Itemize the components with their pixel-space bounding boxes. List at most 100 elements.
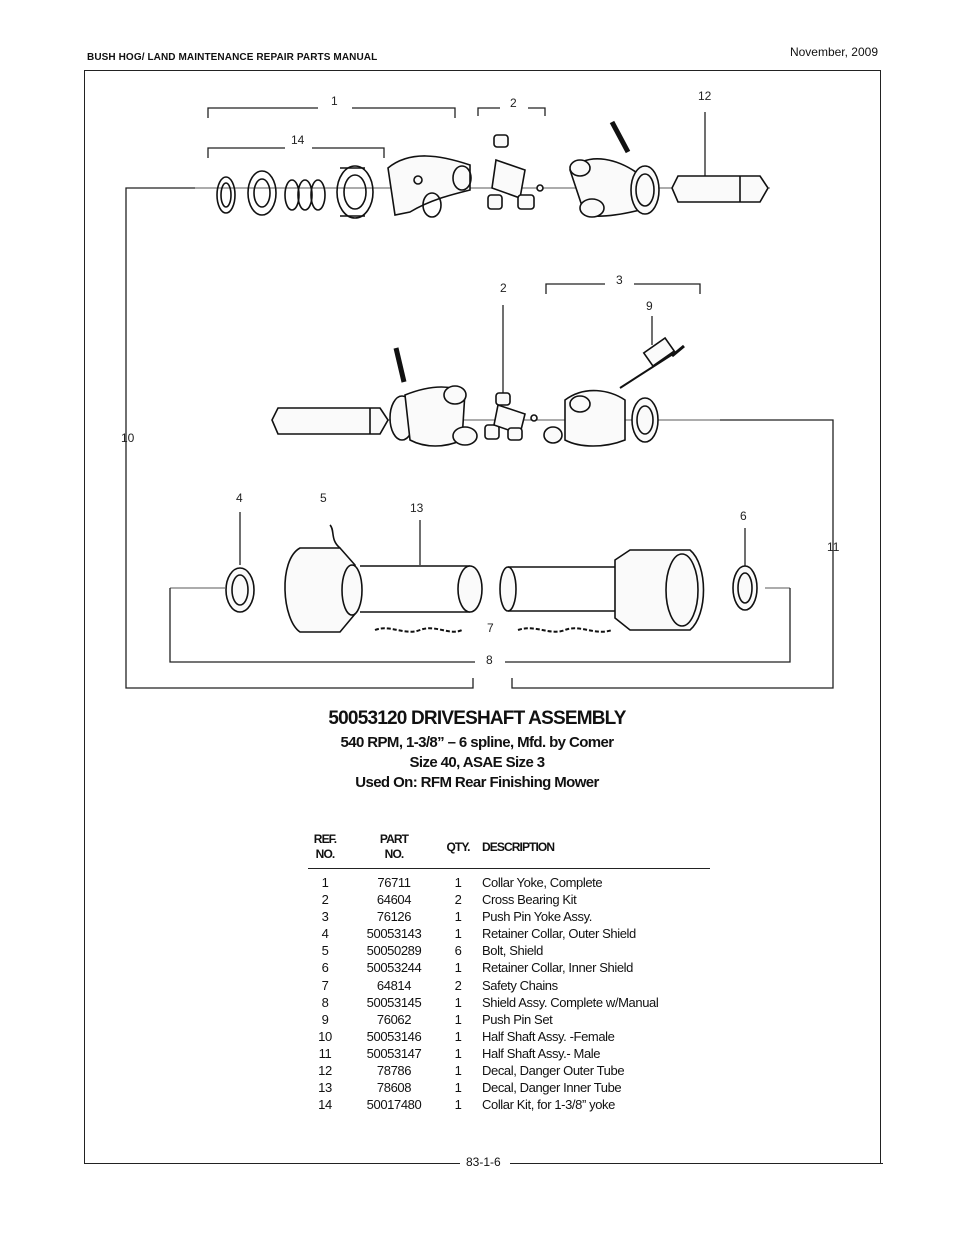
callout-2-top: 2 (510, 96, 517, 110)
col-ref: REF.NO. (308, 832, 342, 869)
page-frame (84, 70, 881, 1164)
cell-desc: Collar Kit, for 1-3/8” yoke (482, 1097, 615, 1113)
push-pin-yoke (543, 336, 685, 447)
table-row: 10 50053146 1 Half Shaft Assy. -Female (308, 1028, 710, 1045)
callout-10: 10 (121, 431, 135, 445)
cell-ref: 1 (321, 875, 329, 890)
table-row: 4 50053143 1 Retainer Collar, Outer Shield (308, 925, 710, 942)
cell-part: 50053143 (366, 926, 422, 942)
cell-part: 76711 (377, 875, 411, 890)
cell-part: 64604 (376, 892, 412, 908)
cell-ref: 7 (321, 977, 329, 993)
callout-labels: 1 2 12 14 2 3 9 10 4 5 13 6 11 7 8 (121, 89, 840, 667)
table-row: 6 50053244 1 Retainer Collar, Inner Shield (308, 959, 710, 976)
callout-1: 1 (331, 94, 338, 108)
cell-qty: 1 (454, 1045, 462, 1061)
table-row: 7 64814 2 Safety Chains (308, 977, 710, 994)
callout-7: 7 (487, 621, 494, 635)
col-qty: QTY. (446, 832, 470, 869)
leader-lines (125, 107, 834, 689)
table-row: 3 76126 1 Push Pin Yoke Assy. (308, 908, 710, 925)
cell-qty: 1 (454, 960, 462, 976)
cell-desc: Retainer Collar, Outer Shield (482, 926, 636, 942)
cell-desc: Safety Chains (482, 977, 558, 993)
outer-tube (671, 175, 769, 203)
cell-ref: 3 (321, 909, 329, 925)
manual-date: November, 2009 (789, 45, 878, 59)
cell-desc: Cross Bearing Kit (482, 892, 577, 908)
inner-tube (271, 407, 389, 435)
cell-qty: 1 (454, 1011, 462, 1027)
cell-qty: 6 (454, 943, 462, 959)
footer-rule-left (84, 1163, 460, 1164)
cell-qty: 1 (454, 875, 462, 890)
assembly-size: Size 40, ASAE Size 3 (409, 754, 545, 771)
cell-ref: 13 (318, 1080, 332, 1096)
assembly-spec: 540 RPM, 1-3/8” – 6 spline, Mfd. by Come… (340, 734, 615, 751)
callout-2-middle: 2 (500, 281, 507, 295)
cell-qty: 1 (454, 909, 462, 925)
cell-part: 50053147 (366, 1045, 422, 1061)
cell-qty: 1 (454, 1063, 462, 1079)
assembly-used-on: Used On: RFM Rear Finishing Mower (355, 774, 599, 791)
cell-part: 64814 (376, 977, 412, 993)
cell-part: 50050289 (366, 943, 422, 959)
callout-5: 5 (320, 491, 327, 505)
cell-ref: 10 (318, 1028, 332, 1044)
cross-bearing-top (487, 134, 544, 210)
cell-ref: 2 (321, 892, 329, 908)
cell-qty: 1 (454, 1028, 462, 1044)
cell-part: 78786 (376, 1063, 412, 1079)
cell-part: 76062 (376, 1011, 412, 1027)
cell-part: 50053244 (366, 960, 422, 976)
cell-qty: 1 (454, 1097, 462, 1113)
callout-11: 11 (827, 540, 840, 554)
cell-part: 50053145 (366, 994, 422, 1010)
cell-desc: Push Pin Set (482, 1011, 553, 1027)
cell-desc: Half Shaft Assy. -Female (482, 1028, 615, 1044)
yoke-left-middle (389, 347, 478, 447)
inner-shield (499, 549, 758, 631)
parts-table-body: 1 76711 1 Collar Yoke, Complete 2 64604 2 Cross… (308, 869, 710, 1114)
callout-9: 9 (646, 299, 653, 313)
cell-qty: 1 (454, 994, 462, 1010)
cell-qty: 2 (454, 977, 462, 993)
page-number: 83-1-6 (466, 1155, 501, 1169)
manual-title: BUSH HOG/ LAND MAINTENANCE REPAIR PARTS … (87, 52, 378, 63)
cell-qty: 1 (454, 1080, 462, 1096)
cell-part: 76126 (376, 909, 412, 925)
callout-6: 6 (740, 509, 747, 523)
cell-part: 50017480 (366, 1097, 422, 1113)
cell-ref: 5 (321, 943, 329, 959)
cell-ref: 12 (318, 1063, 332, 1079)
cell-ref: 4 (321, 926, 329, 942)
cell-desc: Half Shaft Assy.- Male (482, 1045, 601, 1061)
cell-desc: Collar Yoke, Complete (482, 875, 603, 890)
cell-ref: 14 (318, 1097, 332, 1113)
cell-desc: Push Pin Yoke Assy. (482, 909, 592, 925)
cell-desc: Shield Assy. Complete w/Manual (482, 994, 659, 1010)
callout-13: 13 (410, 501, 424, 515)
cell-ref: 6 (321, 960, 329, 976)
cell-desc: Retainer Collar, Inner Shield (482, 960, 633, 976)
cell-qty: 1 (454, 926, 462, 942)
callout-3: 3 (616, 273, 623, 287)
outer-shield (225, 524, 483, 633)
callout-12: 12 (698, 89, 712, 103)
cell-part: 50053146 (366, 1028, 422, 1044)
safety-chains (374, 627, 613, 633)
cross-bearing-middle (484, 392, 538, 441)
table-row: 14 50017480 1 Collar Kit, for 1-3/8” yoke (308, 1096, 710, 1113)
cell-part: 78608 (376, 1080, 412, 1096)
callout-8: 8 (486, 653, 493, 667)
